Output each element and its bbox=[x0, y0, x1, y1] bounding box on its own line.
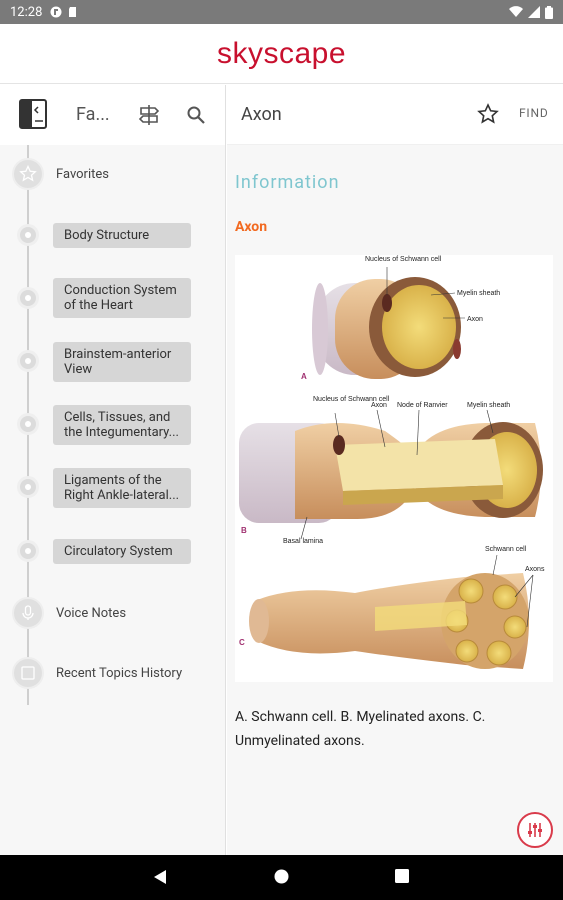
illustration-caption: A. Schwann cell. B. Myelinated axons. C.… bbox=[235, 709, 486, 749]
timeline-node bbox=[17, 413, 39, 435]
page-title: Axon bbox=[241, 104, 282, 125]
timeline-node bbox=[17, 350, 39, 372]
settings-fab[interactable] bbox=[517, 812, 553, 848]
status-right bbox=[509, 5, 553, 19]
sidebar-title: Fa... bbox=[76, 104, 110, 125]
sliders-icon bbox=[528, 823, 542, 837]
voice-notes-node bbox=[12, 597, 44, 629]
diagram-c bbox=[249, 573, 529, 669]
home-icon[interactable] bbox=[274, 869, 289, 884]
timeline-node bbox=[17, 224, 39, 246]
microphone-icon bbox=[22, 605, 34, 620]
sidebar-item-voice-notes[interactable]: Voice Notes bbox=[56, 606, 127, 621]
sidebar-item-conduction-system[interactable]: Conduction System of the Heart bbox=[53, 278, 191, 318]
sd-card-icon bbox=[69, 7, 77, 17]
content-header: Axon FIND bbox=[227, 85, 563, 145]
search-icon[interactable] bbox=[186, 105, 206, 125]
label-myelin-b: Myelin sheath bbox=[467, 402, 510, 409]
sidebar-item-circulatory-system[interactable]: Circulatory System bbox=[53, 539, 191, 564]
sidebar-list: Favorites Body Structure Conduction Syst… bbox=[0, 145, 225, 855]
skyscape-logo: skyscape bbox=[216, 36, 347, 70]
label-schwann-c: Schwann cell bbox=[485, 546, 527, 553]
letter-c: C bbox=[239, 638, 245, 647]
favorites-node bbox=[12, 158, 44, 190]
sidebar-item-favorites[interactable]: Favorites bbox=[56, 167, 109, 182]
favorite-star-icon[interactable] bbox=[477, 103, 499, 125]
signpost-icon[interactable] bbox=[137, 103, 161, 127]
sidebar-item-cells-tissues[interactable]: Cells, Tissues, and the Integumentary... bbox=[53, 405, 191, 445]
timeline-node bbox=[17, 287, 39, 309]
axon-illustration-svg: Nucleus of Schwann cell Myelin sheath Ax… bbox=[239, 256, 545, 669]
notification-icon bbox=[50, 6, 62, 18]
timeline-node bbox=[17, 540, 39, 562]
content-panel: Axon FIND Information Axon bbox=[227, 85, 563, 855]
sidebar-item-brainstem[interactable]: Brainstem-anterior View bbox=[53, 342, 191, 382]
label-nucleus-b: Nucleus of Schwann cell bbox=[313, 396, 390, 403]
label-nucleus-a: Nucleus of Schwann cell bbox=[365, 256, 442, 263]
topic-title: Axon bbox=[235, 219, 268, 235]
sidebar-item-body-structure[interactable]: Body Structure bbox=[53, 223, 191, 248]
label-axon-a: Axon bbox=[467, 316, 483, 323]
diagram-a bbox=[312, 277, 461, 379]
wifi-icon bbox=[509, 6, 523, 18]
label-myelin-a: Myelin sheath bbox=[457, 290, 500, 297]
letter-a: A bbox=[301, 372, 307, 381]
timeline-node bbox=[17, 476, 39, 498]
book-toggle-icon[interactable] bbox=[18, 99, 48, 129]
star-icon bbox=[19, 165, 37, 182]
brand-header: skyscape bbox=[0, 24, 563, 84]
content-body: Information Axon bbox=[227, 145, 563, 855]
section-title: Information bbox=[235, 172, 340, 193]
battery-icon bbox=[545, 5, 553, 19]
status-bar: 12:28 bbox=[0, 0, 563, 24]
system-nav-bar bbox=[0, 855, 563, 900]
sidebar-item-ligaments[interactable]: Ligaments of the Right Ankle-lateral... bbox=[53, 468, 191, 508]
sidebar: Fa... Favorites Body Structure Conductio… bbox=[0, 85, 226, 855]
sidebar-toolbar: Fa... bbox=[0, 85, 225, 145]
sidebar-item-recent-topics[interactable]: Recent Topics History bbox=[56, 666, 183, 681]
axon-illustration: Nucleus of Schwann cell Myelin sheath Ax… bbox=[235, 255, 553, 682]
history-node bbox=[12, 657, 44, 689]
status-time: 12:28 bbox=[10, 4, 43, 20]
back-icon[interactable] bbox=[153, 869, 167, 885]
label-basal-b: Basal lamina bbox=[283, 538, 323, 545]
find-button[interactable]: FIND bbox=[519, 106, 549, 120]
diagram-b bbox=[239, 422, 543, 523]
label-axons-c: Axons bbox=[525, 566, 545, 573]
signal-icon bbox=[528, 6, 540, 18]
history-icon bbox=[21, 666, 35, 680]
letter-b: B bbox=[241, 526, 247, 535]
recents-icon[interactable] bbox=[395, 869, 409, 883]
label-axon-b: Axon bbox=[371, 402, 387, 409]
label-node-b: Node of Ranvier bbox=[397, 402, 448, 409]
